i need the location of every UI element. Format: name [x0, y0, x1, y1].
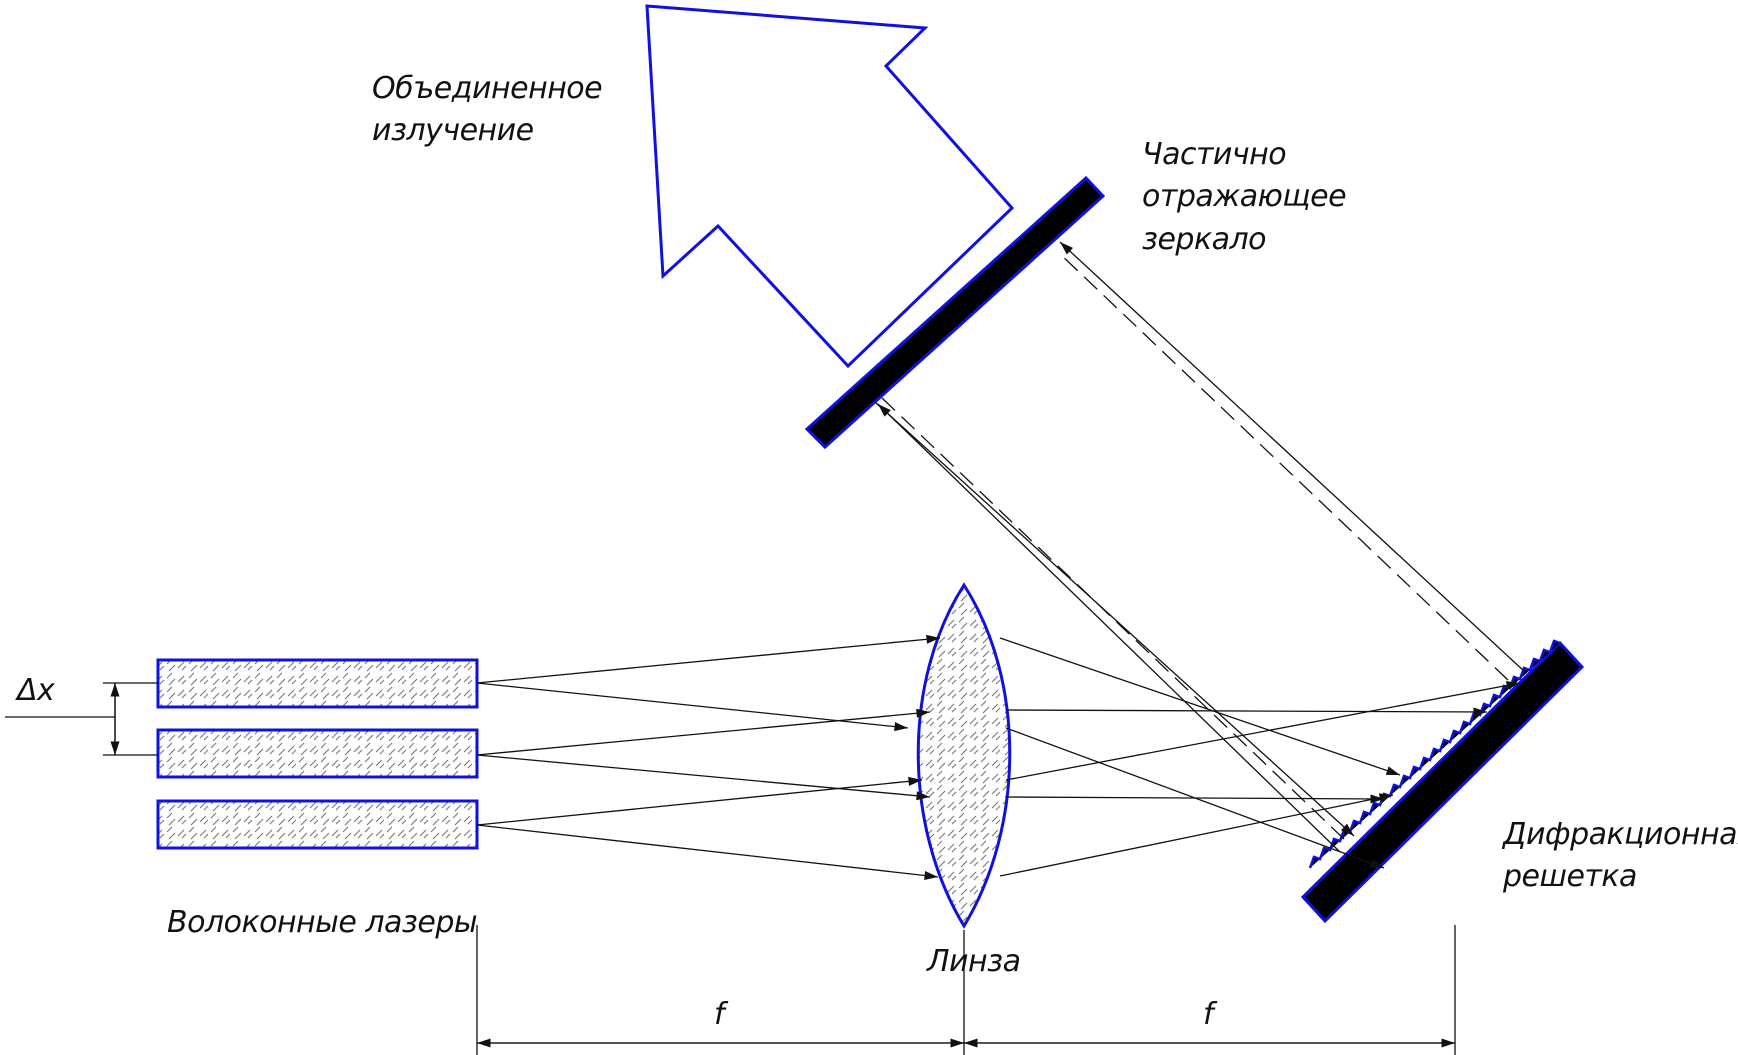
partial-mirror: [804, 175, 1106, 450]
mirror-label-1: Частично: [1142, 137, 1287, 172]
focal-length-right-label: f: [1203, 997, 1214, 1032]
mirror-label-2: отражающее: [1142, 179, 1347, 214]
fiber-laser-3: [156, 799, 479, 850]
combined-beam-arrow: [645, 4, 1015, 369]
combined-radiation-label-2: излучение: [372, 113, 534, 148]
mirror-label-3: зеркало: [1142, 222, 1267, 257]
delta-x-dimension: [5, 682, 158, 756]
diffraction-grating: [1300, 640, 1585, 924]
lens: [916, 582, 1012, 929]
rays-lasers-to-lens: [476, 634, 941, 880]
grating-label-1: Дифракционная: [1503, 817, 1738, 852]
focal-length-left-label: f: [714, 997, 725, 1032]
fiber-laser-2: [156, 728, 479, 779]
rays-lens-to-grating: [999, 637, 1521, 877]
lens-label: Линза: [927, 944, 1021, 979]
delta-x-label: Δx: [17, 673, 55, 708]
rays-mirror-grating: [874, 241, 1526, 853]
grating-label-2: решетка: [1503, 859, 1637, 894]
fiber-lasers-label: Волоконные лазеры: [167, 905, 478, 940]
focal-dimensions: [476, 925, 1456, 1055]
fiber-laser-1: [156, 658, 479, 709]
combined-radiation-label-1: Объединенное: [372, 71, 603, 106]
